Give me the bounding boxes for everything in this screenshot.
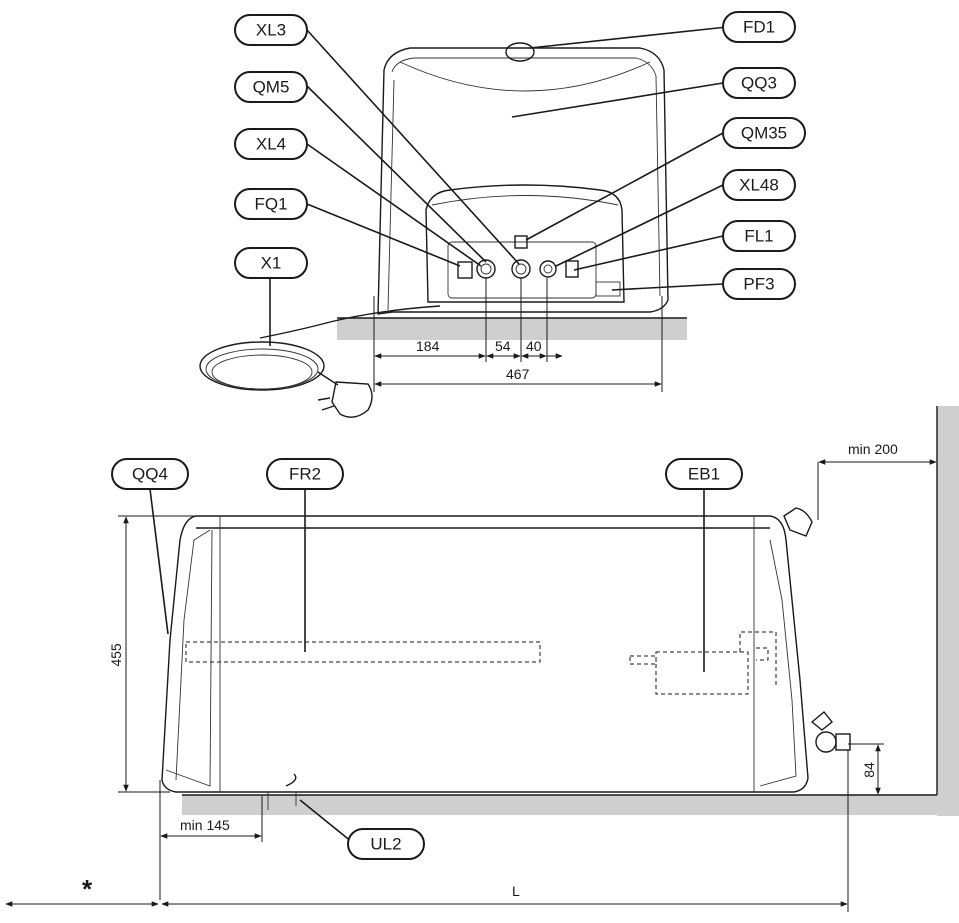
callout-eb1: EB1 <box>665 458 743 490</box>
svg-text:FR2: FR2 <box>289 465 321 484</box>
svg-text:XL48: XL48 <box>739 176 779 195</box>
front-casing <box>377 47 669 315</box>
eb1-heater <box>655 651 749 695</box>
dim-length: L <box>512 883 520 899</box>
svg-text:QM35: QM35 <box>741 124 787 143</box>
side-casing <box>161 515 809 793</box>
callout-xl48: XL48 <box>722 169 796 201</box>
dim-54: 54 <box>495 338 511 354</box>
dim-min-145: min 145 <box>180 817 230 833</box>
x1-plug <box>331 381 373 418</box>
dim-84: 84 <box>861 762 877 778</box>
fr2-anode <box>185 641 541 663</box>
svg-text:PF3: PF3 <box>743 275 774 294</box>
dim-40: 40 <box>526 338 542 354</box>
side-wall <box>937 406 959 816</box>
callout-qm35: QM35 <box>722 117 806 149</box>
front-view: 184 54 40 467 XL3 QM5 XL4 FQ1 X1 FD1 <box>199 11 806 418</box>
side-floor <box>182 795 938 815</box>
svg-text:QM5: QM5 <box>253 78 290 97</box>
dim-min-200: min 200 <box>848 441 898 457</box>
xl4-connector <box>476 259 496 279</box>
callout-fq1: FQ1 <box>234 188 308 220</box>
dim-467: 467 <box>506 366 530 382</box>
svg-text:QQ3: QQ3 <box>741 74 777 93</box>
svg-text:XL3: XL3 <box>256 21 286 40</box>
callout-qm5: QM5 <box>234 71 308 103</box>
side-view: min 200 455 84 min 145 L * QQ4 FR2 <box>5 406 959 912</box>
callout-fd1: FD1 <box>722 11 796 43</box>
drain-valve <box>815 731 837 753</box>
svg-text:FL1: FL1 <box>744 227 773 246</box>
dim-455: 455 <box>108 643 124 667</box>
callout-xl3: XL3 <box>234 14 308 46</box>
svg-text:FD1: FD1 <box>743 18 775 37</box>
callout-qq4: QQ4 <box>111 458 189 490</box>
front-connection-panel <box>425 184 625 303</box>
callout-xl4: XL4 <box>234 128 308 160</box>
callout-ul2: UL2 <box>347 828 425 860</box>
dim-184: 184 <box>416 338 440 354</box>
xl48-connector <box>539 260 557 278</box>
svg-text:X1: X1 <box>261 254 282 273</box>
fd1-handle <box>505 42 535 62</box>
xl3-connector <box>511 259 531 279</box>
callout-fl1: FL1 <box>722 220 796 252</box>
fq1-connector <box>457 261 473 279</box>
qm35-valve <box>514 235 528 249</box>
svg-text:EB1: EB1 <box>688 465 720 484</box>
svg-text:UL2: UL2 <box>370 835 401 854</box>
svg-text:FQ1: FQ1 <box>254 195 287 214</box>
callout-x1: X1 <box>234 247 308 279</box>
x1-cable <box>259 305 441 339</box>
dim-star: * <box>82 874 93 904</box>
svg-text:QQ4: QQ4 <box>132 465 168 484</box>
callout-pf3: PF3 <box>722 268 796 300</box>
callout-fr2: FR2 <box>266 458 344 490</box>
callout-qq3: QQ3 <box>722 67 796 99</box>
svg-text:XL4: XL4 <box>256 135 286 154</box>
ul2-foot <box>285 773 297 787</box>
front-floor <box>337 318 687 340</box>
